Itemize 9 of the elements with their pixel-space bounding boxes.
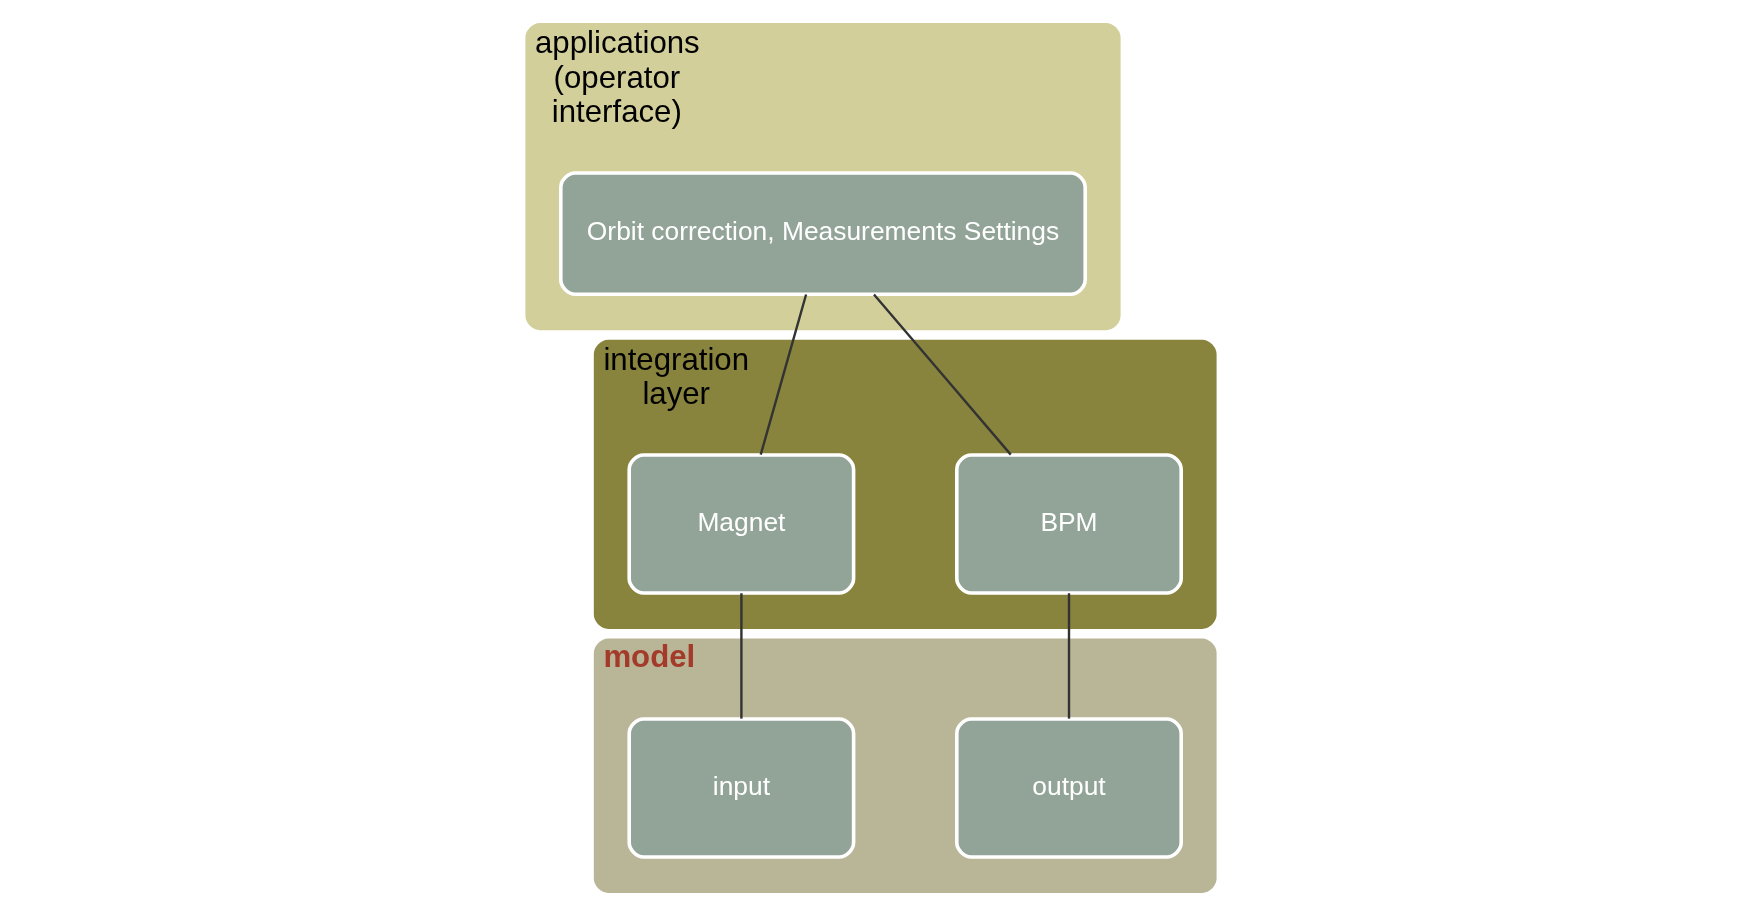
node-box: Magnet bbox=[626, 453, 855, 595]
node-box: Orbit correction, Measurements Settings bbox=[558, 171, 1087, 296]
connector bbox=[739, 593, 743, 719]
connector bbox=[759, 294, 807, 455]
node-box: BPM bbox=[954, 453, 1183, 595]
node-box: output bbox=[954, 717, 1183, 859]
node-box: input bbox=[626, 717, 855, 859]
connector bbox=[872, 293, 1012, 456]
connector bbox=[1067, 593, 1070, 719]
